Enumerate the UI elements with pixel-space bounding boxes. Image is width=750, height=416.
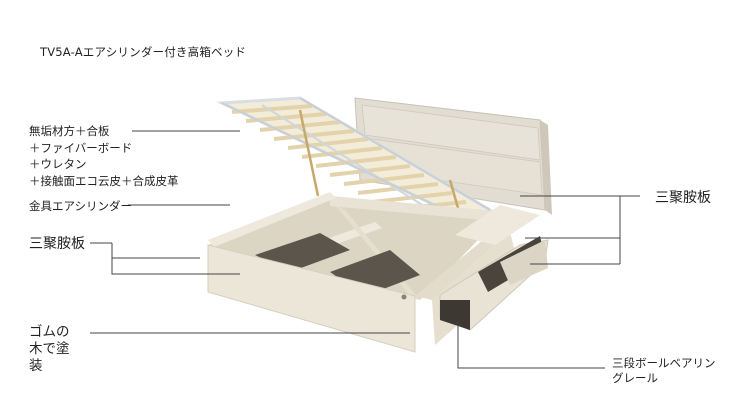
plywood-label-right: 三聚胺板 <box>655 190 711 206</box>
material-label-line4: ＋接触面エコ云皮＋合成皮革 <box>29 174 179 188</box>
rail-label-line1: 三段ボールベアリン <box>612 356 716 370</box>
material-label-line2: ＋ファイバーボード <box>29 141 133 155</box>
drawers <box>439 236 549 331</box>
material-label-line1: 無垢材方＋合板 <box>29 124 110 138</box>
leader-lines <box>90 130 640 369</box>
headboard <box>354 97 552 215</box>
rubber-wood-label-line2: 木で塗 <box>29 341 70 357</box>
material-label-line3: ＋ウレタン <box>29 157 87 171</box>
rail-label-line2: グレール <box>612 371 658 385</box>
cylinder-label: 金具エアシリンダー <box>29 199 133 213</box>
rubber-wood-label-line3: 装 <box>29 358 43 374</box>
product-title: TV5A-Aエアシリンダー付き高箱ベッド <box>40 45 247 59</box>
rubber-wood-label-line1: ゴムの <box>29 324 70 340</box>
plywood-label-left: 三聚胺板 <box>29 236 85 252</box>
